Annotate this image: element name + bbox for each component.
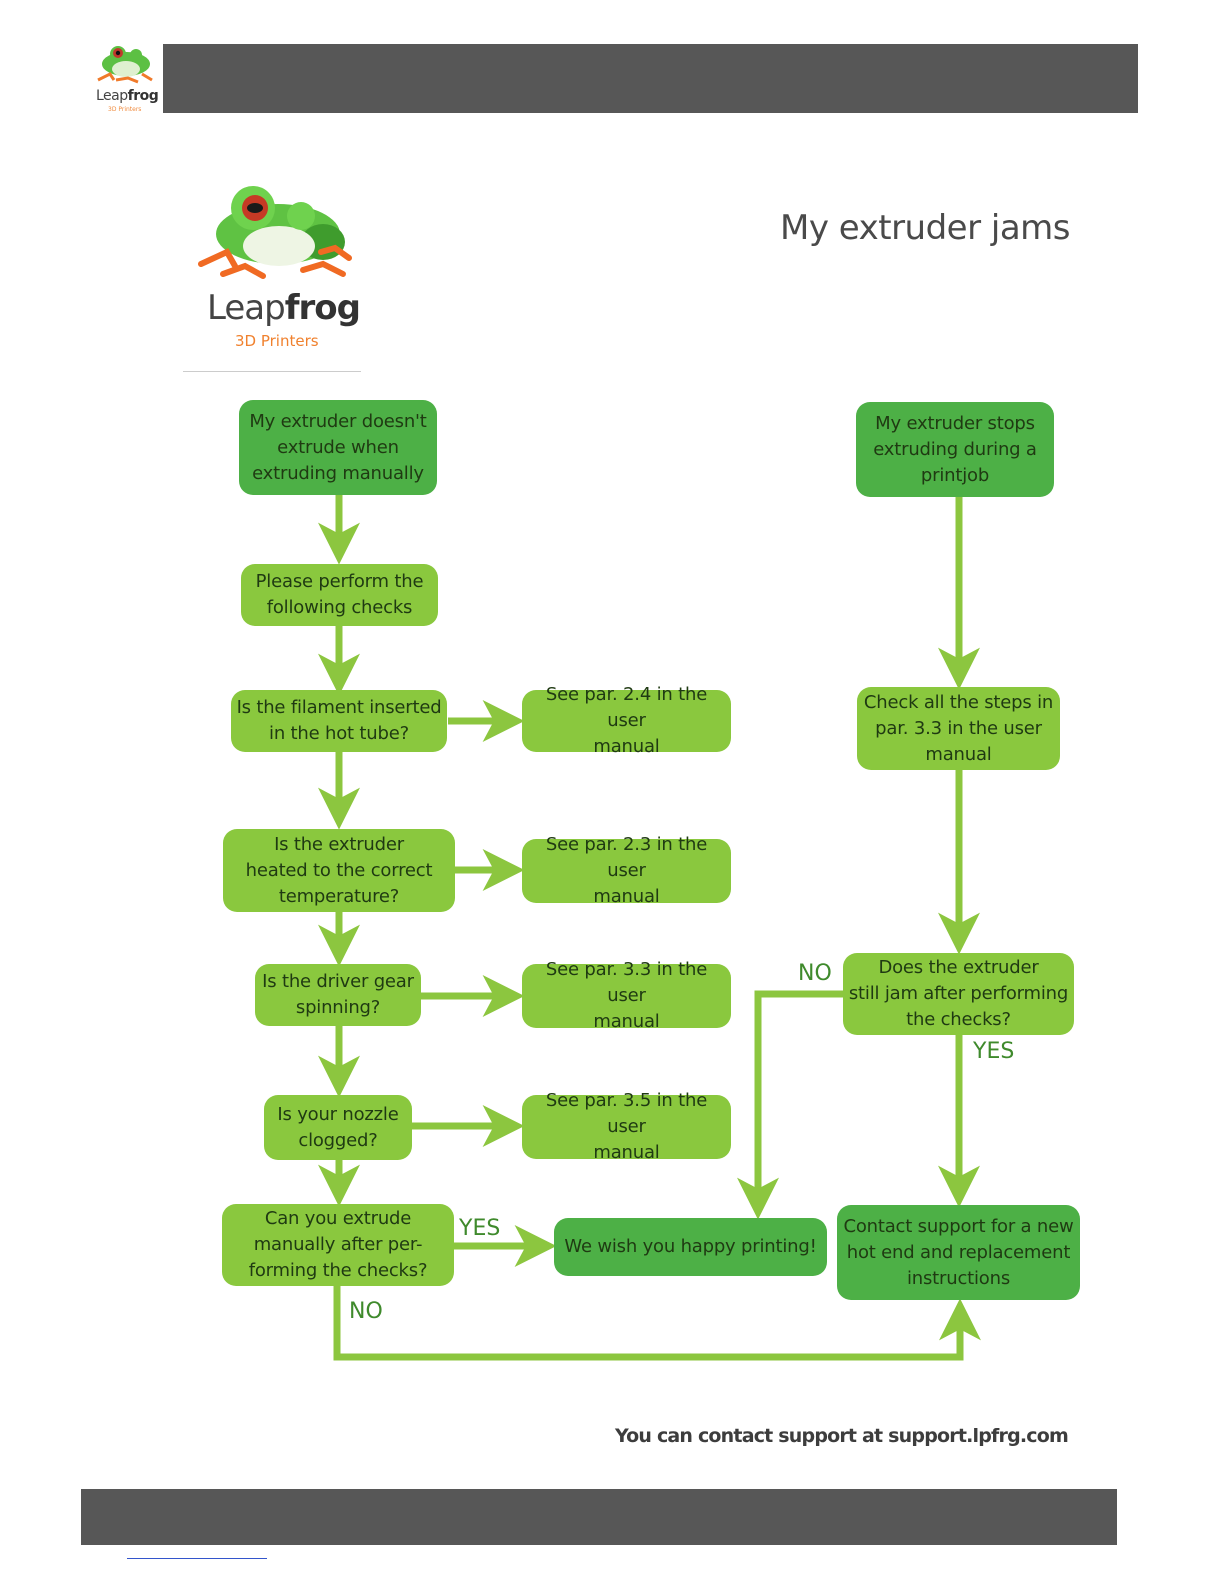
brand-name: Leapfrog [207,288,361,328]
node-still-jam: Does the extruder still jam after perfor… [843,953,1074,1035]
label-yes-still-jam: YES [973,1039,1015,1064]
node-extruder-stops: My extruder stops extruding during a pri… [856,402,1054,497]
label-no-can-extrude: NO [349,1299,383,1324]
node-perform-checks: Please perform the following checks [241,564,438,626]
header-logo: Leapfrog 3D Printers [92,42,159,116]
frog-icon [198,186,352,279]
node-see-par-3-3: See par. 3.3 in the user manual [522,959,731,1032]
node-extruder-doesnt-extrude: My extruder doesn't extrude when extrudi… [239,400,437,495]
node-see-par-3-5: See par. 3.5 in the user manual [522,1090,731,1163]
node-driver-gear: Is the driver gear spinning? [255,964,421,1026]
brand-logo: Leapfrog 3D Printers [183,182,363,374]
footer-bar [81,1489,1117,1545]
arrow-extrude-no-to-contact [333,1286,981,1361]
arrow-still-jam-no-to-happy [737,990,843,1220]
node-can-extrude: Can you extrude manually after per- form… [222,1204,454,1286]
node-extruder-heated: Is the extruder heated to the correct te… [223,829,455,912]
footer-link-underline [127,1558,267,1559]
node-check-steps: Check all the steps in par. 3.3 in the u… [857,687,1060,770]
header-brand-subtitle: 3D Printers [108,106,142,113]
node-happy-printing: We wish you happy printing! [554,1218,827,1276]
label-no-still-jam: NO [798,961,832,986]
node-contact-support: Contact support for a new hot end and re… [837,1205,1080,1300]
node-see-par-2-3: See par. 2.3 in the user manual [522,834,731,907]
frog-icon [97,46,153,84]
node-nozzle-clogged: Is your nozzle clogged? [264,1095,412,1160]
page-title: My extruder jams [780,208,1070,248]
label-yes-can-extrude: YES [459,1216,501,1241]
node-see-par-2-4: See par. 2.4 in the user manual [522,684,731,757]
node-filament-inserted: Is the filament inserted in the hot tube… [231,690,447,752]
header-brand: Leapfrog [96,88,159,104]
header-bar [163,44,1138,113]
logo-divider [183,371,361,372]
brand-subtitle: 3D Printers [235,332,319,350]
support-contact-note: You can contact support at support.lpfrg… [614,1425,1069,1447]
